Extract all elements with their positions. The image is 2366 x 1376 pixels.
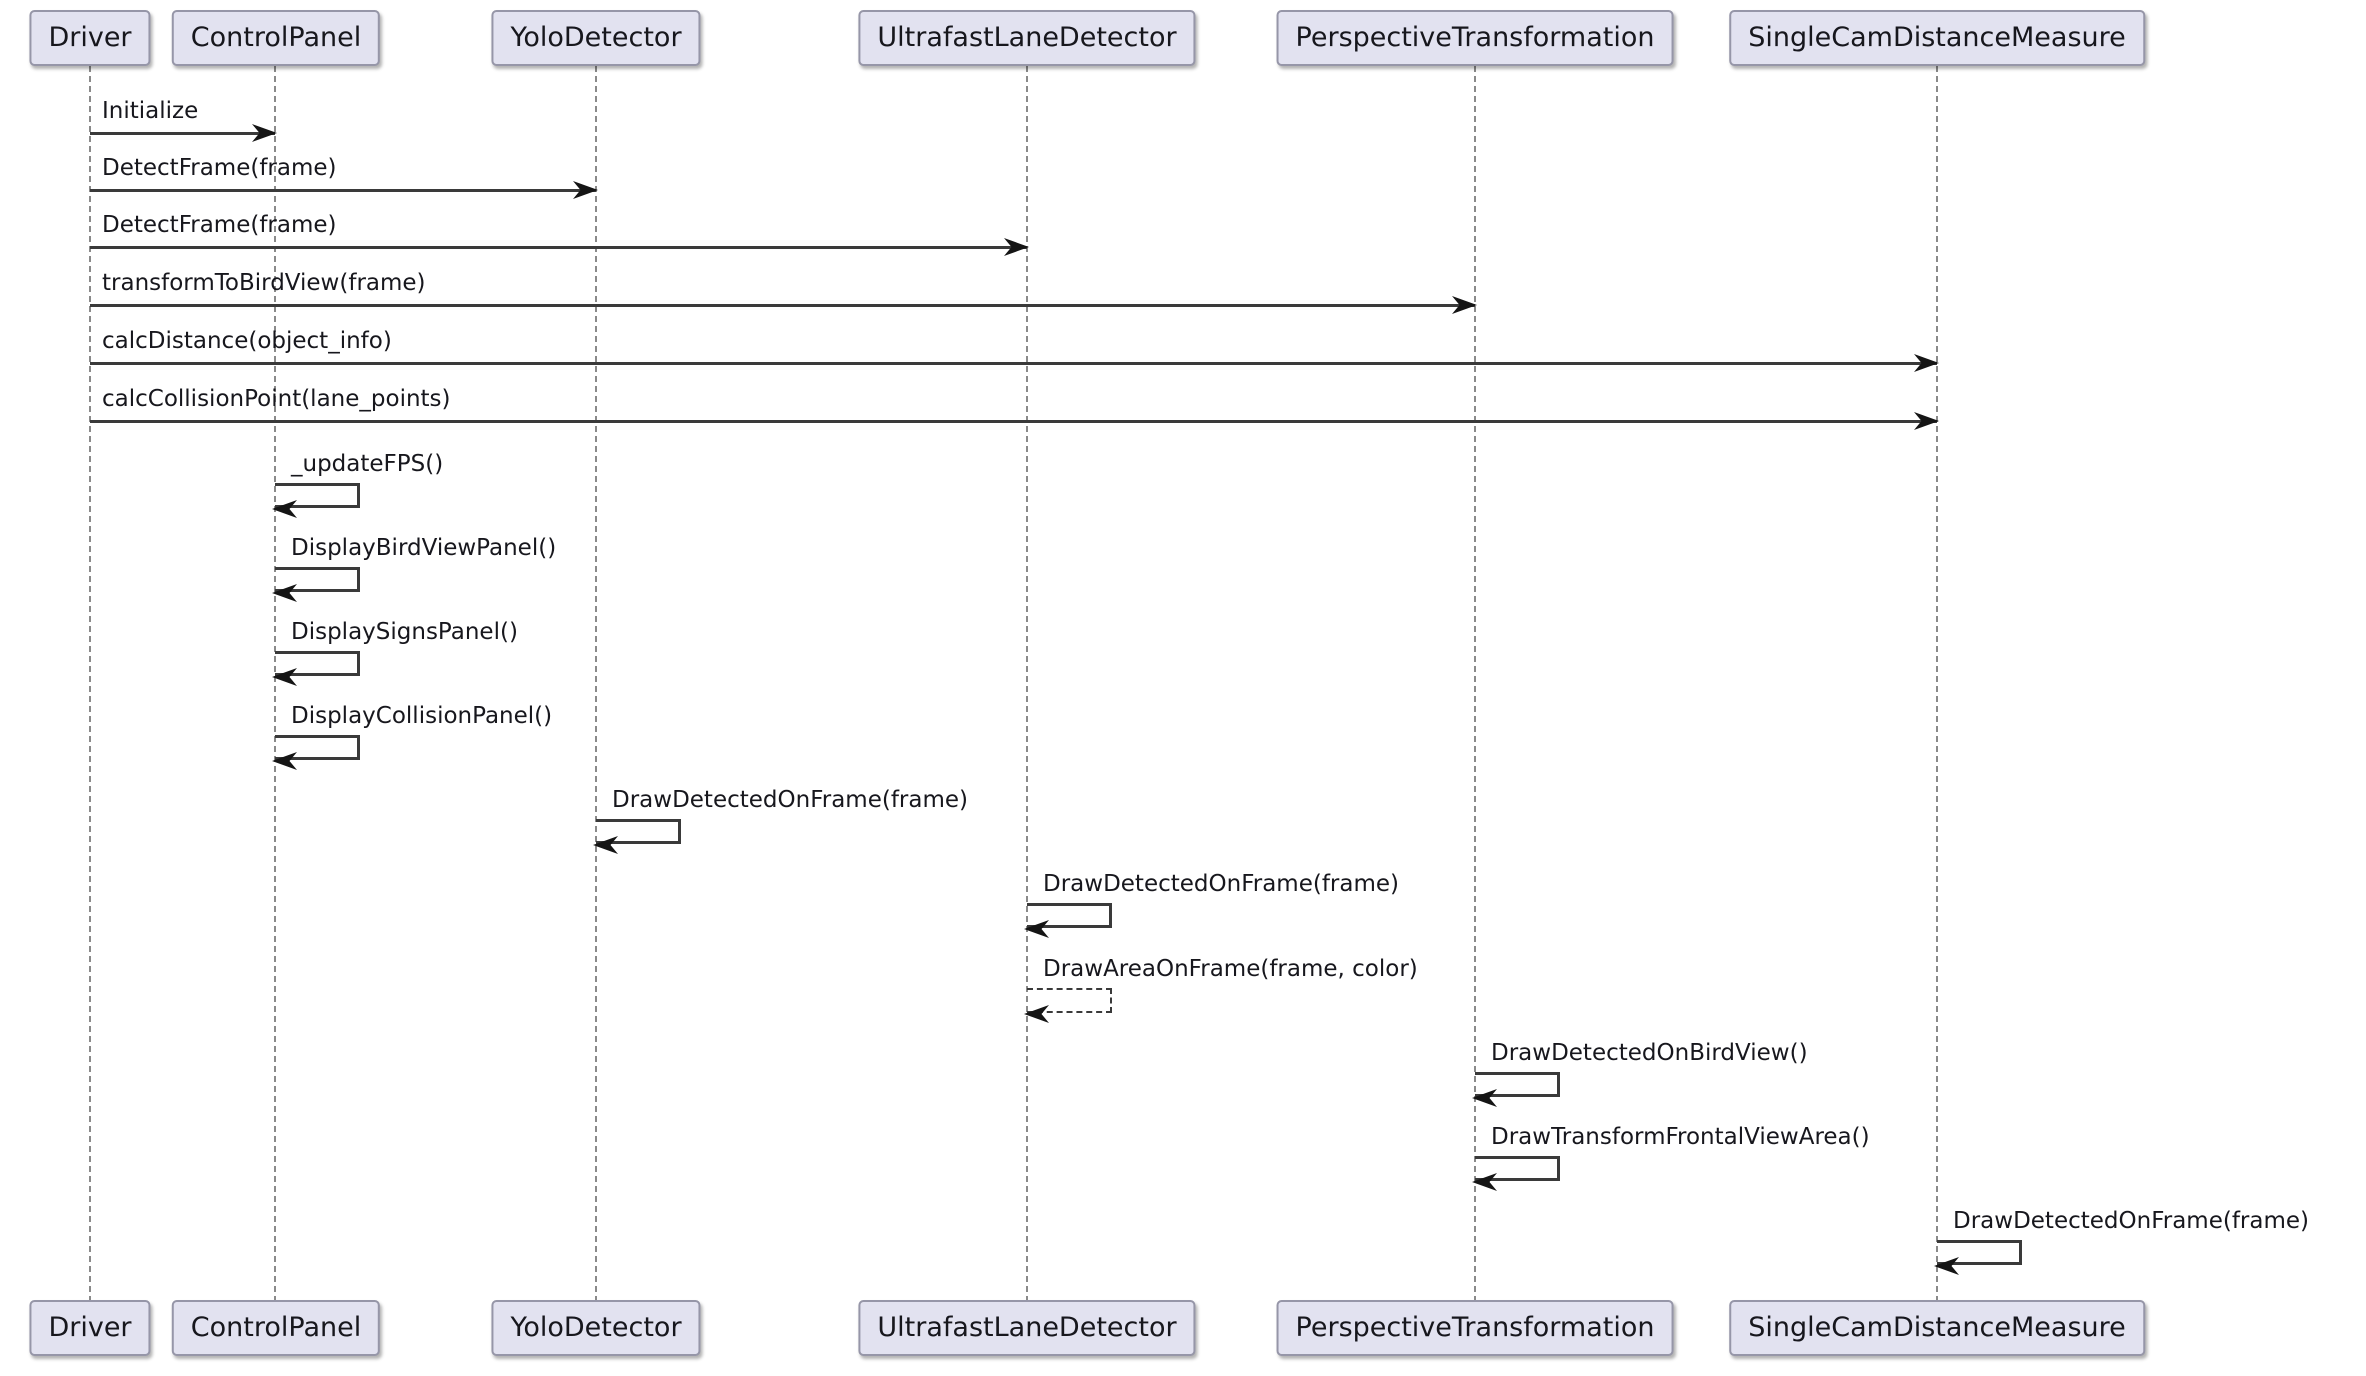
- message-drawdetected-ufld: DrawDetectedOnFrame(frame): [1024, 871, 1399, 938]
- message-label: calcCollisionPoint(lane_points): [102, 386, 451, 412]
- participant-perspectivetransformation-bottom: PerspectiveTransformation: [1276, 1300, 1674, 1356]
- message-line: [90, 189, 596, 192]
- message-line: [90, 420, 1937, 423]
- lifeline-controlpanel: [274, 66, 276, 1302]
- message-line: [90, 246, 1027, 249]
- self-call-loop: [275, 651, 360, 676]
- participant-singlecamdistancemeasure-bottom: SingleCamDistanceMeasure: [1729, 1300, 2145, 1356]
- message-label: calcDistance(object_info): [102, 328, 392, 354]
- message-drawtransformfrontalviewarea: DrawTransformFrontalViewArea(): [1472, 1124, 1870, 1191]
- message-drawdetected-scdm: DrawDetectedOnFrame(frame): [1934, 1208, 2309, 1275]
- self-call-loop-dashed: [1027, 988, 1112, 1013]
- lifeline-driver: [89, 66, 91, 1302]
- self-call-loop: [596, 819, 681, 844]
- message-label: DrawDetectedOnFrame(frame): [1953, 1208, 2310, 1234]
- self-call-loop: [275, 483, 360, 508]
- participant-controlpanel-top: ControlPanel: [171, 10, 381, 66]
- message-line: [90, 132, 275, 135]
- message-label: _updateFPS(): [291, 451, 444, 477]
- message-label: DisplayCollisionPanel(): [291, 703, 553, 729]
- lifeline-yolodetector: [595, 66, 597, 1302]
- participant-perspectivetransformation-top: PerspectiveTransformation: [1276, 10, 1674, 66]
- message-label: transformToBirdView(frame): [102, 270, 426, 296]
- message-line: [90, 304, 1475, 307]
- lifeline-ultrafastlanedetector: [1026, 66, 1028, 1302]
- participant-driver-bottom: Driver: [29, 1300, 151, 1356]
- message-label: DrawAreaOnFrame(frame, color): [1043, 956, 1418, 982]
- participant-yolodetector-bottom: YoloDetector: [491, 1300, 701, 1356]
- message-line: [90, 362, 1937, 365]
- message-drawdetected-yolo: DrawDetectedOnFrame(frame): [593, 787, 968, 854]
- message-label: DisplaySignsPanel(): [291, 619, 518, 645]
- participant-singlecamdistancemeasure-top: SingleCamDistanceMeasure: [1729, 10, 2145, 66]
- self-call-loop: [1475, 1156, 1560, 1181]
- message-label: DrawDetectedOnBirdView(): [1491, 1040, 1808, 1066]
- participant-yolodetector-top: YoloDetector: [491, 10, 701, 66]
- participant-controlpanel-bottom: ControlPanel: [171, 1300, 381, 1356]
- message-label: DisplayBirdViewPanel(): [291, 535, 557, 561]
- self-call-loop: [1937, 1240, 2022, 1265]
- participant-ultrafastlanedetector-top: UltrafastLaneDetector: [858, 10, 1196, 66]
- lifeline-singlecamdistancemeasure: [1936, 66, 1938, 1302]
- lifeline-perspectivetransformation: [1474, 66, 1476, 1302]
- message-label: DetectFrame(frame): [102, 212, 337, 238]
- message-displaybirdviewpanel: DisplayBirdViewPanel(): [272, 535, 556, 602]
- message-drawareaonframe: DrawAreaOnFrame(frame, color): [1024, 956, 1418, 1023]
- message-displaycollisionpanel: DisplayCollisionPanel(): [272, 703, 552, 770]
- participant-driver-top: Driver: [29, 10, 151, 66]
- message-label: DetectFrame(frame): [102, 155, 337, 181]
- message-displaysignspanel: DisplaySignsPanel(): [272, 619, 518, 686]
- self-call-loop: [275, 567, 360, 592]
- message-label: Initialize: [102, 98, 199, 124]
- participant-ultrafastlanedetector-bottom: UltrafastLaneDetector: [858, 1300, 1196, 1356]
- message-updatefps: _updateFPS(): [272, 451, 443, 518]
- message-label: DrawDetectedOnFrame(frame): [1043, 871, 1400, 897]
- message-drawdetectedonbirdview: DrawDetectedOnBirdView(): [1472, 1040, 1808, 1107]
- message-label: DrawDetectedOnFrame(frame): [612, 787, 969, 813]
- message-label: DrawTransformFrontalViewArea(): [1491, 1124, 1870, 1150]
- self-call-loop: [275, 735, 360, 760]
- self-call-loop: [1027, 903, 1112, 928]
- self-call-loop: [1475, 1072, 1560, 1097]
